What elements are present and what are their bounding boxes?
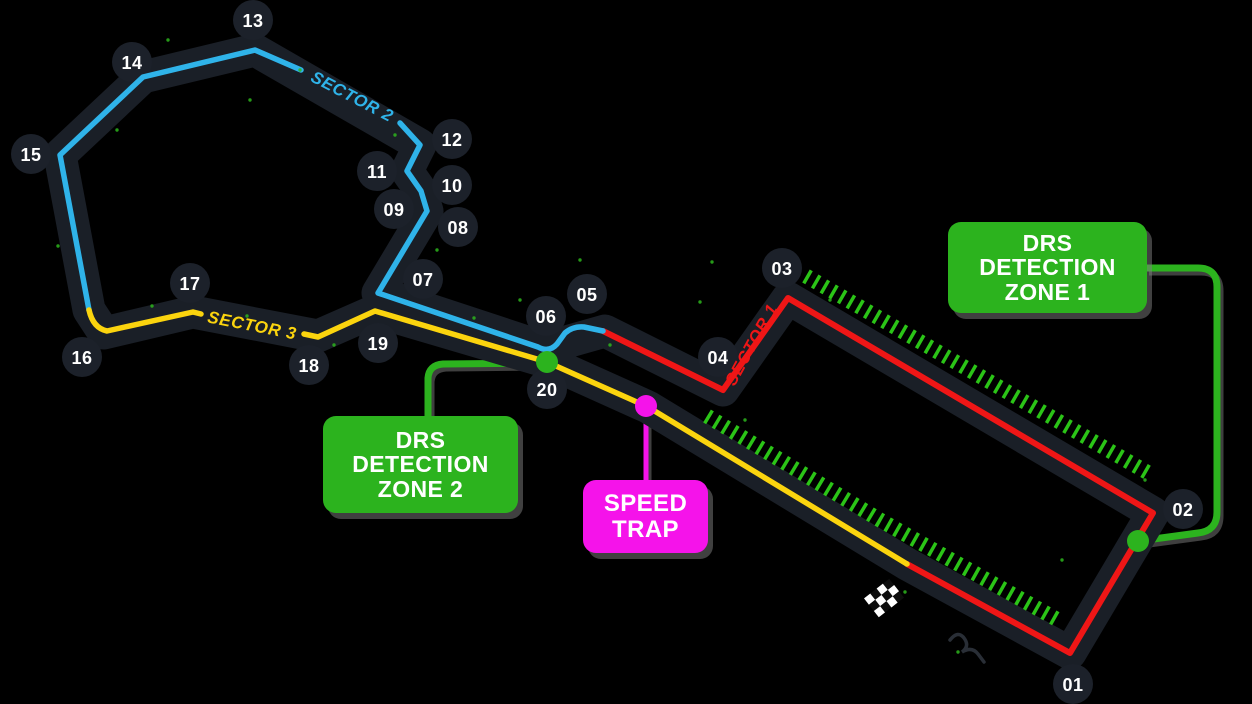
speed-trap-dot <box>635 395 657 417</box>
track-band <box>43 33 1170 670</box>
sector-lines <box>57 47 1156 656</box>
noise-speckles <box>56 38 1147 654</box>
finish-flag-cell <box>868 599 881 612</box>
turn-badge-17 <box>170 263 210 303</box>
turn-label-01: 01 <box>1062 675 1083 695</box>
turn-badge-02 <box>1163 489 1203 529</box>
drs-zone-1-hatching <box>802 269 1154 481</box>
turn-label-18: 18 <box>298 356 319 376</box>
sector-1-line <box>600 295 1156 656</box>
turn-label-20: 20 <box>536 380 557 400</box>
drs-zone-1-callout: DRS DETECTION ZONE 1 <box>948 222 1147 313</box>
finish-flag-cell <box>870 588 882 600</box>
drs-zone-2-callout: DRS DETECTION ZONE 2 <box>323 416 518 513</box>
finish-flag-cell <box>882 578 895 590</box>
turn-badge-09 <box>374 189 414 229</box>
finish-flag-cell <box>886 596 898 608</box>
turn-badge-13 <box>233 0 273 40</box>
drs-zone-1-line3: ZONE 1 <box>1004 278 1091 305</box>
drs-zone-1-line2: DETECTION <box>979 254 1116 281</box>
drs-zone-2-line3: ZONE 2 <box>377 475 464 502</box>
speed-trap-line1: SPEED <box>603 490 688 518</box>
turn-badge-08 <box>438 207 478 247</box>
turn-badge-03 <box>762 248 802 288</box>
track-markers <box>536 351 1149 552</box>
drs-detection-dot-2 <box>536 351 558 373</box>
turn-badge-15 <box>11 134 51 174</box>
turn-badge-11 <box>357 151 397 191</box>
finish-flag-cell <box>881 589 893 602</box>
turn-badge-19 <box>358 323 398 363</box>
finish-flag-cell <box>864 593 876 605</box>
turn-label-09: 09 <box>383 200 404 220</box>
turn-badges <box>11 0 1203 704</box>
turn-label-07: 07 <box>412 270 433 290</box>
drs-zones <box>703 269 1154 627</box>
turn-label-19: 19 <box>367 334 388 354</box>
decorative-squiggle <box>948 632 986 664</box>
turn-label-14: 14 <box>121 53 142 73</box>
turn-badge-16 <box>62 337 102 377</box>
turn-label-12: 12 <box>441 130 462 150</box>
drs-zone-2-hatching <box>703 409 1062 627</box>
turn-badge-14 <box>112 42 152 82</box>
turn-label-05: 05 <box>576 285 597 305</box>
turn-label-15: 15 <box>20 145 41 165</box>
turn-label-13: 13 <box>242 11 263 31</box>
sector-2-line <box>57 47 606 353</box>
drs-zone-1-line1: DRS <box>1022 230 1073 257</box>
turn-label-17: 17 <box>179 274 200 294</box>
finish-flag-cell <box>887 584 900 597</box>
turn-badge-01 <box>1053 664 1093 704</box>
turn-badge-labels: 01 02 03 04 05 06 07 08 09 10 11 12 13 14 15 16 17 18 19 20 <box>20 11 1193 695</box>
drs-zone-2-line2: DETECTION <box>352 451 489 478</box>
drs-zone-1-connector <box>1135 264 1221 545</box>
turn-badge-04 <box>698 337 738 377</box>
turn-badge-07 <box>403 259 443 299</box>
sector-3-line <box>86 307 910 567</box>
finish-flag-cell <box>880 601 892 613</box>
turn-label-06: 06 <box>535 307 556 327</box>
turn-badge-20 <box>527 369 567 409</box>
drs-zone-2-line1: DRS <box>395 427 446 454</box>
finish-flag-cell <box>892 591 904 603</box>
turn-badge-10 <box>432 165 472 205</box>
turn-label-16: 16 <box>71 348 92 368</box>
turn-label-08: 08 <box>447 218 468 238</box>
turn-label-11: 11 <box>367 162 387 182</box>
turn-badge-12 <box>432 119 472 159</box>
turn-label-03: 03 <box>771 259 792 279</box>
speed-trap-line2: TRAP <box>612 515 679 543</box>
turn-badge-05 <box>567 274 607 314</box>
drs-detection-dot-1 <box>1127 530 1149 552</box>
finish-flag-cell <box>875 594 887 607</box>
finish-flag-cell <box>873 606 886 618</box>
turn-label-02: 02 <box>1172 500 1193 520</box>
turn-label-10: 10 <box>441 176 462 196</box>
turn-label-04: 04 <box>707 348 728 368</box>
speed-trap-callout: SPEED TRAP <box>583 480 708 553</box>
turn-badge-18 <box>289 345 329 385</box>
finish-flag-cell <box>876 583 888 595</box>
finish-flag-icon <box>864 578 904 618</box>
turn-badge-06 <box>526 296 566 336</box>
drs-zone-2-connector <box>424 359 551 421</box>
